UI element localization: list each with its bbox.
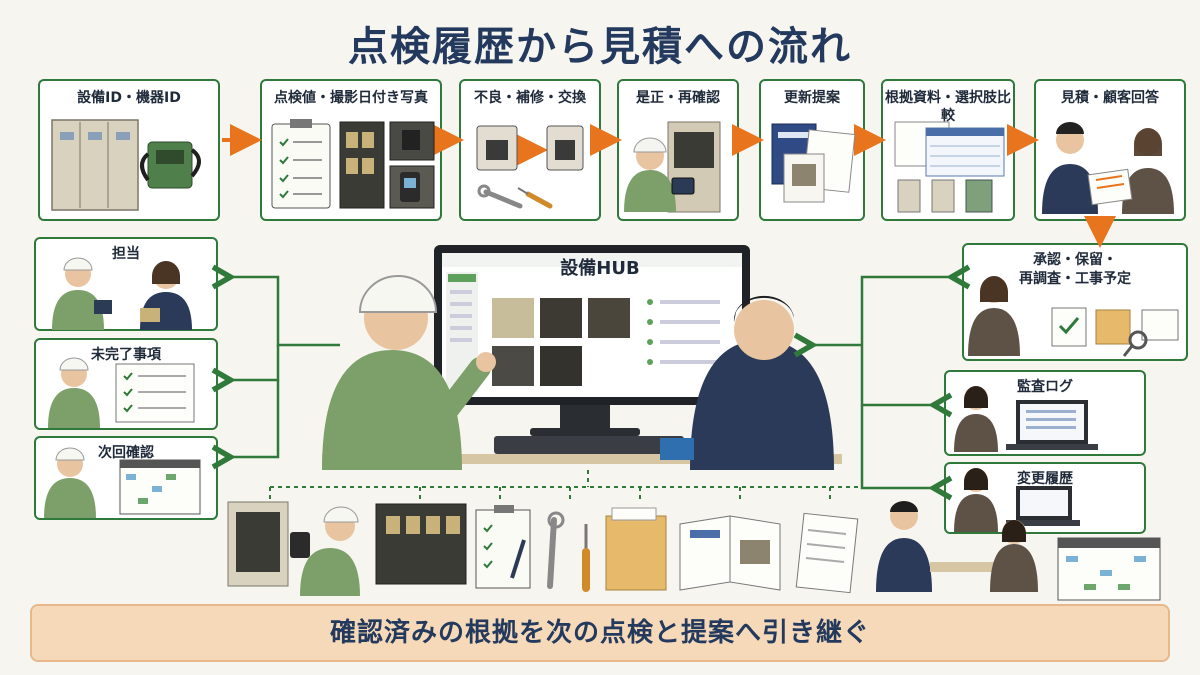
right-item-label: 承認・保留・ 再調査・工事予定 (1019, 252, 1131, 287)
checklist-clipboard-icon (271, 119, 331, 209)
flow-step-label: 点検値・撮影日付き写真 (274, 90, 428, 106)
open-manual-icon (679, 515, 781, 591)
flow-step-label: 見積・顧客回答 (1061, 90, 1159, 106)
breaker-panel-photo-icon (375, 503, 467, 585)
assignee-people-icon (52, 257, 192, 330)
hub-connector-lines (228, 277, 954, 488)
manager-suit-icon (660, 295, 834, 470)
proposal-documents-icon (771, 123, 856, 203)
folder-icon (605, 507, 667, 591)
audit-log-laptop-icon (954, 386, 1098, 452)
right-item-label: 変更履歴 (1017, 471, 1073, 487)
customer-meeting-icon (1042, 122, 1174, 214)
left-item-label: 担当 (112, 246, 140, 262)
worker-tablet-icon (624, 121, 721, 213)
breaker-device-icon (140, 141, 201, 189)
engineer-pointing-icon (322, 275, 496, 470)
report-sheet-icon (795, 512, 859, 594)
wrench-screwdriver-icon (477, 184, 553, 209)
approval-person-icon (968, 276, 1179, 357)
open-issues-worker-icon (48, 357, 195, 428)
electrical-cabinet-icon (51, 119, 139, 211)
inspection-photo-icon (339, 121, 435, 209)
flow-step-label: 不良・補修・交換 (474, 90, 586, 106)
left-item-label: 未完了事項 (91, 347, 161, 363)
flow-arrow-icon (222, 124, 1116, 248)
evidence-dotted-lines (269, 470, 860, 500)
flow-step-label: 設備ID・機器ID (77, 90, 181, 106)
footer-banner: 確認済みの根拠を次の点検と提案へ引き継ぐ (30, 604, 1170, 662)
calendar-worker-icon (44, 447, 201, 518)
right-item-label: 監査ログ (1017, 379, 1073, 395)
left-item-label: 次回確認 (98, 445, 154, 461)
hub-monitor-icon (322, 245, 842, 464)
page-title: 点検履歴から見積への流れ (348, 24, 852, 70)
hub-title: 設備HUB (560, 258, 640, 279)
desk-meeting-icon (876, 501, 1038, 592)
comparison-sheet-icon (894, 121, 1005, 213)
bottom-tools-icon (547, 511, 590, 592)
bottom-clipboard-icon (475, 505, 531, 589)
schedule-calendar-icon (1057, 537, 1161, 601)
replacement-breaker-icon (546, 125, 584, 171)
flow-step-label: 根拠資料・選択肢比較 (885, 90, 1011, 125)
faulty-breaker-icon (476, 125, 518, 171)
flow-step-label: 是正・再確認 (636, 90, 720, 106)
panel-inspection-icon (227, 501, 360, 596)
flow-step-label: 更新提案 (784, 90, 840, 106)
change-history-laptop-icon (954, 468, 1080, 532)
